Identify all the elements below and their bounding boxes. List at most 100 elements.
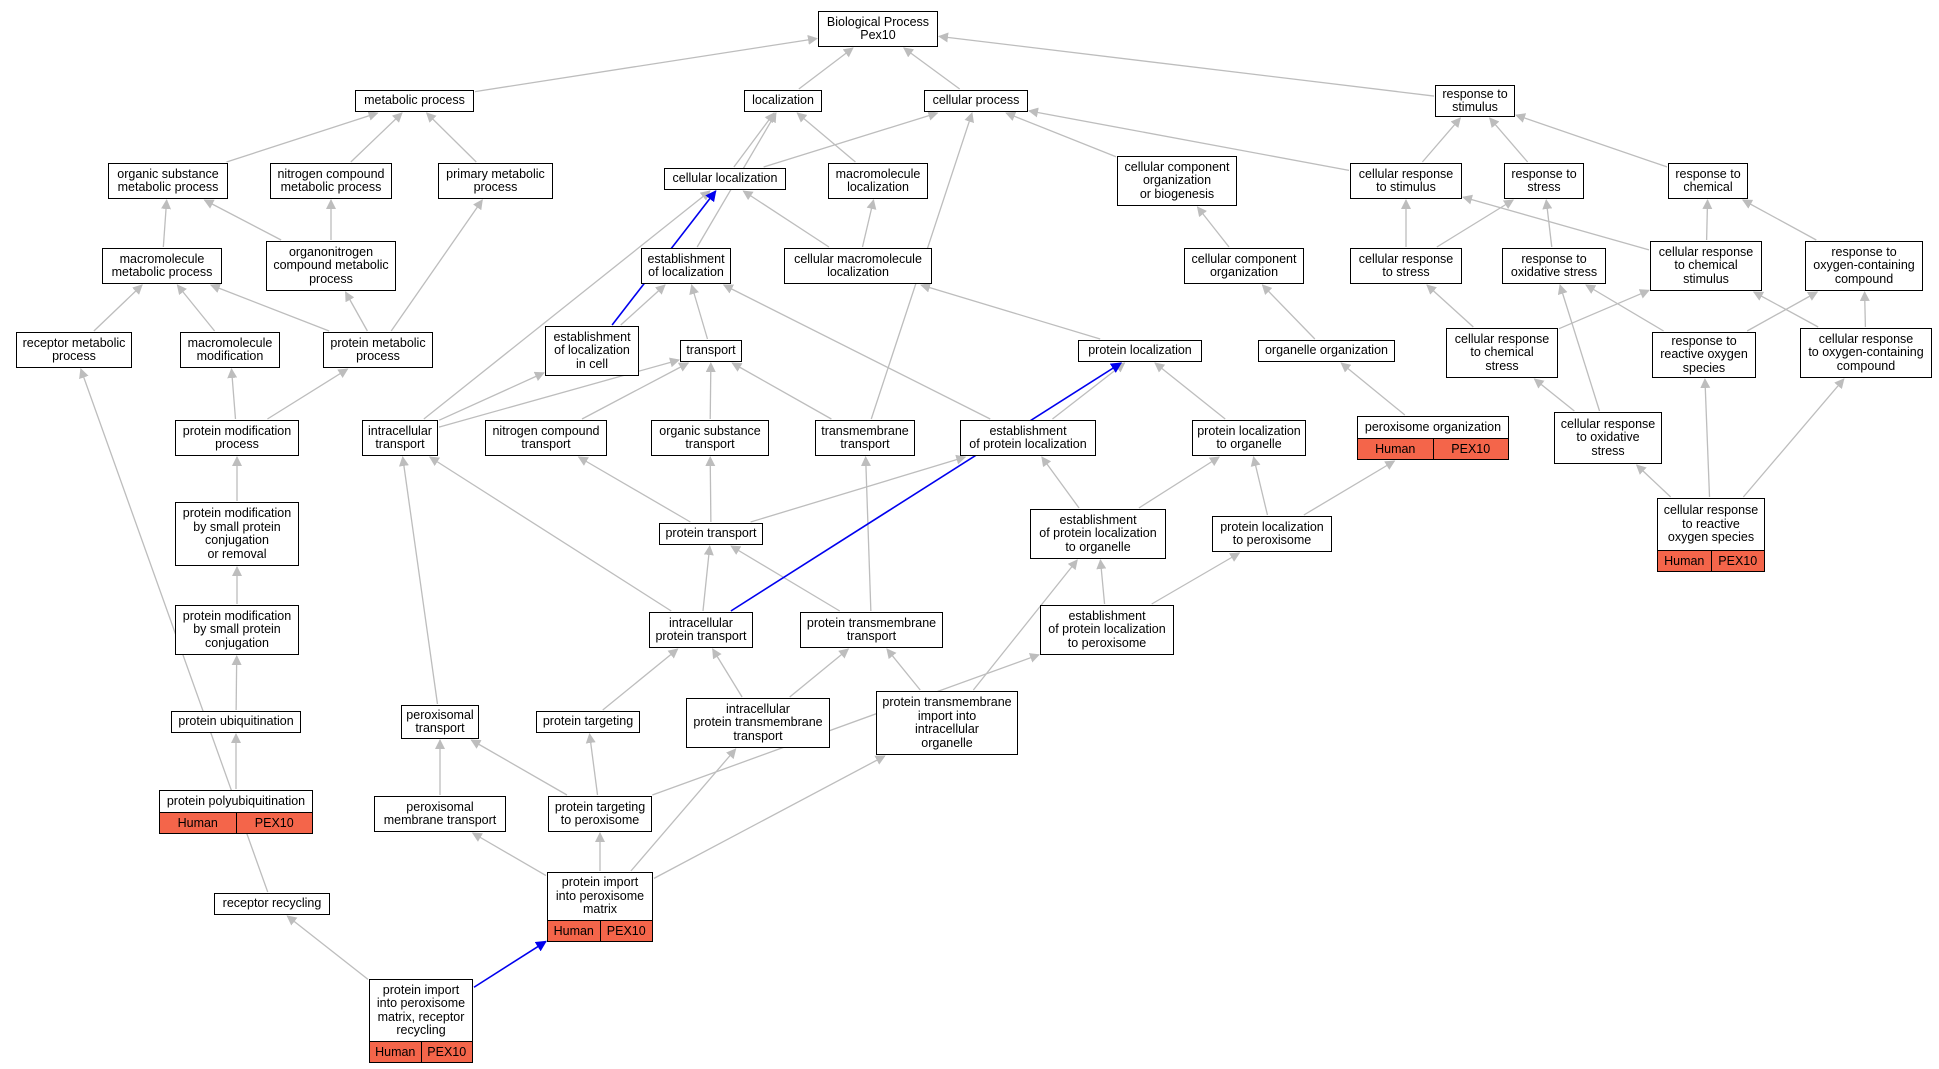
node-cellular-localization[interactable]: cellular localization — [664, 168, 786, 190]
node-protein-targeting-to-peroxisome[interactable]: protein targeting to peroxisome — [548, 796, 652, 832]
node-intracellular-transport[interactable]: intracellular transport — [362, 420, 438, 456]
edge-n_cellrespchemstress-to-n_cellrespstress — [1426, 284, 1474, 328]
node-transmembrane-transport[interactable]: transmembrane transport — [815, 420, 915, 456]
node-macromolecule-localization[interactable]: macromolecule localization — [828, 163, 928, 199]
node-protein-localization-to-peroxisome[interactable]: protein localization to peroxisome — [1212, 516, 1332, 552]
node-organonitrogen-compound-metabolic-process[interactable]: organonitrogen compound metabolic proces… — [266, 241, 396, 291]
node-protein-metabolic-process[interactable]: protein metabolic process — [323, 332, 433, 368]
node-response-to-oxidative-stress[interactable]: response to oxidative stress — [1502, 248, 1606, 284]
node-response-to-stimulus[interactable]: response to stimulus — [1435, 85, 1515, 117]
node-metabolic-process[interactable]: metabolic process — [355, 90, 474, 112]
node-biological-process-root[interactable]: Biological Process Pex10 — [818, 11, 938, 47]
node-cellular-response-to-oxygen-containing-compound[interactable]: cellular response to oxygen-containing c… — [1800, 328, 1932, 378]
node-response-to-reactive-oxygen-species[interactable]: response to reactive oxygen species — [1652, 332, 1756, 378]
edge-n_cellrespoxstress-to-n_respox — [1557, 284, 1601, 412]
node-label: Biological Process Pex10 — [826, 14, 930, 42]
node-response-to-chemical[interactable]: response to chemical — [1668, 163, 1748, 199]
node-label: primary metabolic process — [446, 166, 545, 194]
edge-n_protimport_perox-to-n_peroxmemtrans — [471, 832, 547, 877]
node-protein-transmembrane-import-into-intracellular-organelle[interactable]: protein transmembrane import into intrac… — [876, 691, 1018, 755]
node-label: protein localization to organelle — [1197, 423, 1301, 451]
node-protein-localization[interactable]: protein localization — [1078, 340, 1202, 362]
node-cellular-component-organization-or-biogenesis[interactable]: cellular component organization or bioge… — [1117, 156, 1237, 206]
node-protein-ubiquitination[interactable]: protein ubiquitination — [171, 711, 301, 733]
edge-n_recmet-to-n_macromet — [93, 284, 143, 332]
node-cellular-response-to-chemical-stress[interactable]: cellular response to chemical stress — [1446, 328, 1558, 378]
node-response-to-oxygen-containing-compound[interactable]: response to oxygen-containing compound — [1805, 241, 1923, 291]
node-protein-modification-by-small-protein-conjugation[interactable]: protein modification by small protein co… — [175, 605, 299, 655]
node-establishment-of-protein-localization-to-organelle[interactable]: establishment of protein localization to… — [1030, 509, 1166, 559]
node-protein-modification-by-small-protein-conjugation-or-removal[interactable]: protein modification by small protein co… — [175, 502, 299, 566]
node-cellular-macromolecule-localization[interactable]: cellular macromolecule localization — [784, 248, 932, 284]
node-organic-substance-metabolic-process[interactable]: organic substance metabolic process — [108, 163, 228, 199]
node-receptor-recycling[interactable]: receptor recycling — [214, 893, 330, 915]
node-peroxisomal-membrane-transport[interactable]: peroxisomal membrane transport — [374, 796, 506, 832]
node-cellular-response-to-stimulus[interactable]: cellular response to stimulus — [1350, 163, 1462, 199]
node-protein-transmembrane-transport[interactable]: protein transmembrane transport — [800, 612, 943, 648]
node-cellular-process[interactable]: cellular process — [924, 90, 1028, 112]
node-receptor-metabolic-process[interactable]: receptor metabolic process — [16, 332, 132, 368]
node-cellular-response-to-reactive-oxygen-species[interactable]: cellular response to reactive oxygen spe… — [1657, 498, 1765, 572]
node-protein-targeting[interactable]: protein targeting — [536, 711, 640, 733]
edge-n_cellrespstim-to-n_cellproc — [1028, 107, 1350, 172]
node-label: protein modification by small protein co… — [182, 608, 292, 650]
node-label: response to stimulus — [1442, 86, 1508, 114]
node-label: organic substance transport — [659, 423, 761, 451]
node-intracellular-protein-transmembrane-transport[interactable]: intracellular protein transmembrane tran… — [686, 698, 830, 748]
node-cellular-response-to-chemical-stimulus[interactable]: cellular response to chemical stimulus — [1650, 241, 1762, 291]
node-label: protein transmembrane transport — [806, 615, 937, 643]
edge-n_cellrespoxstress-to-n_cellrespchemstress — [1533, 378, 1575, 412]
node-label: cellular response to stimulus — [1358, 166, 1454, 194]
node-peroxisomal-transport[interactable]: peroxisomal transport — [401, 705, 479, 739]
node-label: establishment of protein localization to… — [1048, 608, 1166, 650]
node-label: peroxisomal transport — [406, 707, 474, 735]
node-localization[interactable]: localization — [744, 90, 822, 112]
node-cellular-response-to-oxidative-stress[interactable]: cellular response to oxidative stress — [1554, 412, 1662, 464]
node-label: organic substance metabolic process — [117, 166, 219, 194]
node-label: intracellular protein transmembrane tran… — [693, 701, 823, 743]
edge-n_prottarget_perox-to-n_peroxtrans — [470, 739, 568, 796]
edge-n_intraprottrans-to-n_intratrans — [428, 456, 672, 612]
node-cellular-component-organization[interactable]: cellular component organization — [1184, 248, 1304, 284]
node-organelle-organization[interactable]: organelle organization — [1258, 340, 1395, 362]
node-label: cellular component organization or bioge… — [1124, 159, 1230, 201]
node-macromolecule-modification[interactable]: macromolecule modification — [180, 332, 280, 368]
node-macromolecule-metabolic-process[interactable]: macromolecule metabolic process — [102, 248, 222, 284]
node-label: nitrogen compound transport — [492, 423, 600, 451]
node-label: receptor metabolic process — [22, 335, 126, 363]
edge-n_protmet-to-n_primary — [390, 199, 483, 332]
edge-n_cellresp_ros-to-n_cellrespoxstress — [1635, 464, 1672, 498]
node-protein-localization-to-organelle[interactable]: protein localization to organelle — [1192, 420, 1306, 456]
edge-n_cellloc-to-n_cellproc — [763, 110, 939, 168]
edge-n_protmodproc-to-n_macromod — [227, 368, 238, 420]
highlight-edge-n_intraprottrans-to-n_protloc — [730, 362, 1123, 612]
node-label: cellular response to oxygen-containing c… — [1808, 331, 1924, 373]
edge-n_cellrespchemstress-to-n_cellrespchemstim — [1558, 289, 1650, 330]
node-establishment-of-protein-localization-to-peroxisome[interactable]: establishment of protein localization to… — [1040, 605, 1174, 655]
edge-n_estprotloc_perox-to-n_protloc_perox — [1151, 552, 1241, 605]
node-nitrogen-compound-transport[interactable]: nitrogen compound transport — [485, 420, 607, 456]
node-label: response to oxygen-containing compound — [1813, 244, 1915, 286]
node-nitrogen-compound-metabolic-process[interactable]: nitrogen compound metabolic process — [270, 163, 392, 199]
node-protein-modification-process[interactable]: protein modification process — [175, 420, 299, 456]
node-organic-substance-transport[interactable]: organic substance transport — [651, 420, 769, 456]
edge-n_prottmimport-to-n_estprotloc_org — [972, 559, 1078, 691]
edge-n_cellrespchemstim-to-n_respchem — [1702, 199, 1713, 241]
node-protein-transport[interactable]: protein transport — [659, 523, 763, 545]
node-cellular-response-to-stress[interactable]: cellular response to stress — [1350, 248, 1462, 284]
node-establishment-of-localization[interactable]: establishment of localization — [641, 248, 731, 284]
node-establishment-of-localization-in-cell[interactable]: establishment of localization in cell — [545, 326, 639, 376]
node-protein-import-into-peroxisome-matrix-receptor-recycling[interactable]: protein import into peroxisome matrix, r… — [369, 979, 473, 1063]
node-primary-metabolic-process[interactable]: primary metabolic process — [438, 163, 553, 199]
node-label: cellular process — [932, 93, 1020, 108]
node-establishment-of-protein-localization[interactable]: establishment of protein localization — [960, 420, 1096, 456]
node-response-to-stress[interactable]: response to stress — [1504, 163, 1584, 199]
node-intracellular-protein-transport[interactable]: intracellular protein transport — [649, 612, 753, 648]
node-transport[interactable]: transport — [680, 340, 742, 362]
species-tag: Human — [375, 1045, 416, 1059]
